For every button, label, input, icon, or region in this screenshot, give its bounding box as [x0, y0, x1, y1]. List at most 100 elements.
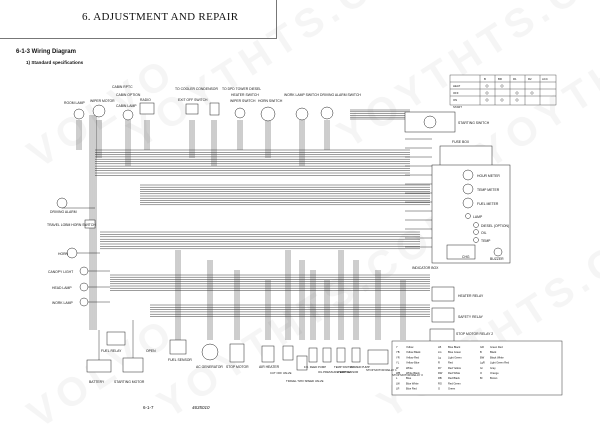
legend-color-name: Yellow Blue: [406, 361, 420, 365]
legend-color-name: Blue White: [406, 381, 419, 385]
legend-color-name: Green: [448, 387, 456, 391]
wire-bundle: [62, 109, 432, 360]
legend-code: Br: [480, 376, 483, 380]
label-stop-motor-relay-2: STOP MOTOR RELAY 2: [456, 332, 493, 336]
legend-code: WB: [396, 371, 400, 375]
document-code: 4635010: [192, 405, 210, 410]
work-lamp-icon: [79, 297, 89, 307]
label-travel-two-speed-valve: TRAVEL TWO SPEED VALVE: [286, 379, 324, 383]
fuse-box-icon: [439, 145, 493, 167]
cabin-lamp-icon: [122, 109, 134, 121]
label-hour-meter: HOUR METER: [477, 174, 500, 178]
legend-color-name: Light Green: [448, 355, 462, 359]
label-driving-alarm-switch: DRIVING ALARM SWITCH: [320, 93, 361, 97]
legend-code: YB: [396, 350, 400, 354]
ac-generator-icon: [201, 343, 219, 361]
air-heater-icon: [261, 345, 275, 363]
indicator-box-icon: [446, 244, 476, 260]
label-exit-off-switch: EXIT OFF SWITCH: [178, 98, 208, 102]
radio-icon: [139, 102, 155, 115]
label-work-lamp: WORK LAMP: [52, 301, 73, 305]
label-heater-relay: HEATER RELAY: [458, 294, 484, 298]
room-lamp-icon: [73, 108, 85, 120]
legend-color-name: Red: [448, 361, 453, 365]
legend-code: RY: [438, 366, 442, 370]
label-heater-switch: HEATER SWITCH: [231, 93, 259, 97]
temp-switch-icon: [336, 347, 346, 363]
label-lamp: LAMP: [473, 215, 483, 219]
legend-code: RW: [438, 371, 443, 375]
subsection-title: 1) Standard specifications: [26, 60, 84, 65]
exit-off-switch-icon: [209, 102, 220, 116]
label-buzzer: BUZZER: [490, 257, 504, 261]
legend-code: LB: [438, 345, 441, 349]
stop-motor-icon: [229, 343, 245, 363]
driving-alarm-icon: [56, 197, 68, 209]
temp-lamp-icon: [473, 237, 479, 243]
cut-off-valve-icon: [282, 345, 294, 361]
keytable-col: R2: [528, 77, 532, 81]
oil-pressure-switch-icon: [322, 347, 332, 363]
legend-code: LgR: [480, 361, 485, 365]
keytable-row: OFF: [453, 91, 459, 95]
legend-code: BW: [480, 355, 485, 359]
heater-switch-icon: [234, 107, 246, 119]
legend-color-name: Black White: [490, 355, 504, 359]
keytable-col: R1: [513, 77, 517, 81]
label-diesel-option: DIESEL (OPTION): [481, 224, 509, 228]
label-cabin-option: CABIN OPTION: [116, 93, 141, 97]
label-chg: CHG: [462, 255, 470, 259]
fuel-relay-icon: [106, 331, 126, 346]
bottom-components: [169, 339, 414, 371]
label-temp-meter: TEMP METER: [477, 188, 500, 192]
label-cabin-rptc: CABIN RPTC: [112, 85, 133, 89]
right-components: [404, 111, 511, 344]
page-number: 6-1-7: [143, 405, 154, 410]
label-head-lamp: HEAD LAMP: [52, 286, 72, 290]
label-stop-motor-relay-1: STOP MOTOR RELAY 1: [366, 368, 397, 372]
label-cooler-condensor: TO COOLER CONDENSOR: [175, 87, 218, 91]
legend-color-name: Red Yellow: [448, 366, 461, 370]
legend-code: G: [438, 387, 440, 391]
key-switch-table: [449, 74, 557, 106]
keytable-col: BR: [498, 77, 502, 81]
travel-valve-icon: [296, 355, 308, 371]
legend-code: B: [480, 350, 482, 354]
label-temp: TEMP: [481, 239, 491, 243]
keytable-row: ON: [453, 98, 457, 102]
chapter-title: 6. ADJUSTMENT AND REPAIR: [82, 11, 239, 23]
driving-alarm-switch-icon: [320, 106, 334, 120]
label-indicator-box: INDICATOR BOX: [412, 266, 439, 270]
stop-motor-relay-1-icon: [367, 349, 389, 365]
fuel-sensor-icon: [169, 339, 187, 355]
chapter-header-box: 6. ADJUSTMENT AND REPAIR: [0, 0, 277, 39]
temp-meter-icon: [462, 183, 474, 195]
left-components: [56, 197, 144, 373]
section-title: 6-1-3 Wiring Diagram: [16, 49, 76, 55]
top-components: [73, 102, 334, 122]
legend-color-name: Blue Green: [448, 350, 462, 354]
diesel-lamp-icon: [473, 222, 479, 228]
legend-color-name: Green Red: [490, 345, 503, 349]
battery-icon: [86, 359, 112, 373]
legend-color-name: White Black: [406, 371, 420, 375]
legend-code: RB: [438, 376, 442, 380]
legend-color-name: Black: [490, 350, 497, 354]
label-air-heater: AIR HEATER: [259, 365, 280, 369]
label-oil: OIL: [481, 231, 487, 235]
legend-color-name: Yellow: [406, 345, 414, 349]
legend-code: YR: [396, 355, 400, 359]
label-travel-horn-switch: TRAVEL LOBM HORN SWITCH: [47, 223, 96, 227]
travel-horn-switch-icon: [84, 219, 96, 229]
head-lamp-icon: [79, 282, 89, 292]
label-fuel-meter: FUEL METER: [477, 202, 499, 206]
legend-color-name: Yellow Red: [406, 355, 419, 359]
legend-code: L: [396, 376, 398, 380]
label-canopy-light: CANOPY LIGHT: [48, 270, 73, 274]
label-starting-motor: STARTING MOTOR: [114, 380, 145, 384]
oil-lamp-icon: [473, 229, 479, 235]
label-dpd-tower: TO DPD TOWER DIESEL: [222, 87, 261, 91]
label-cut-off-valve: CUT OFF VALVE: [270, 371, 292, 375]
label-radio: RADIO: [140, 98, 151, 102]
